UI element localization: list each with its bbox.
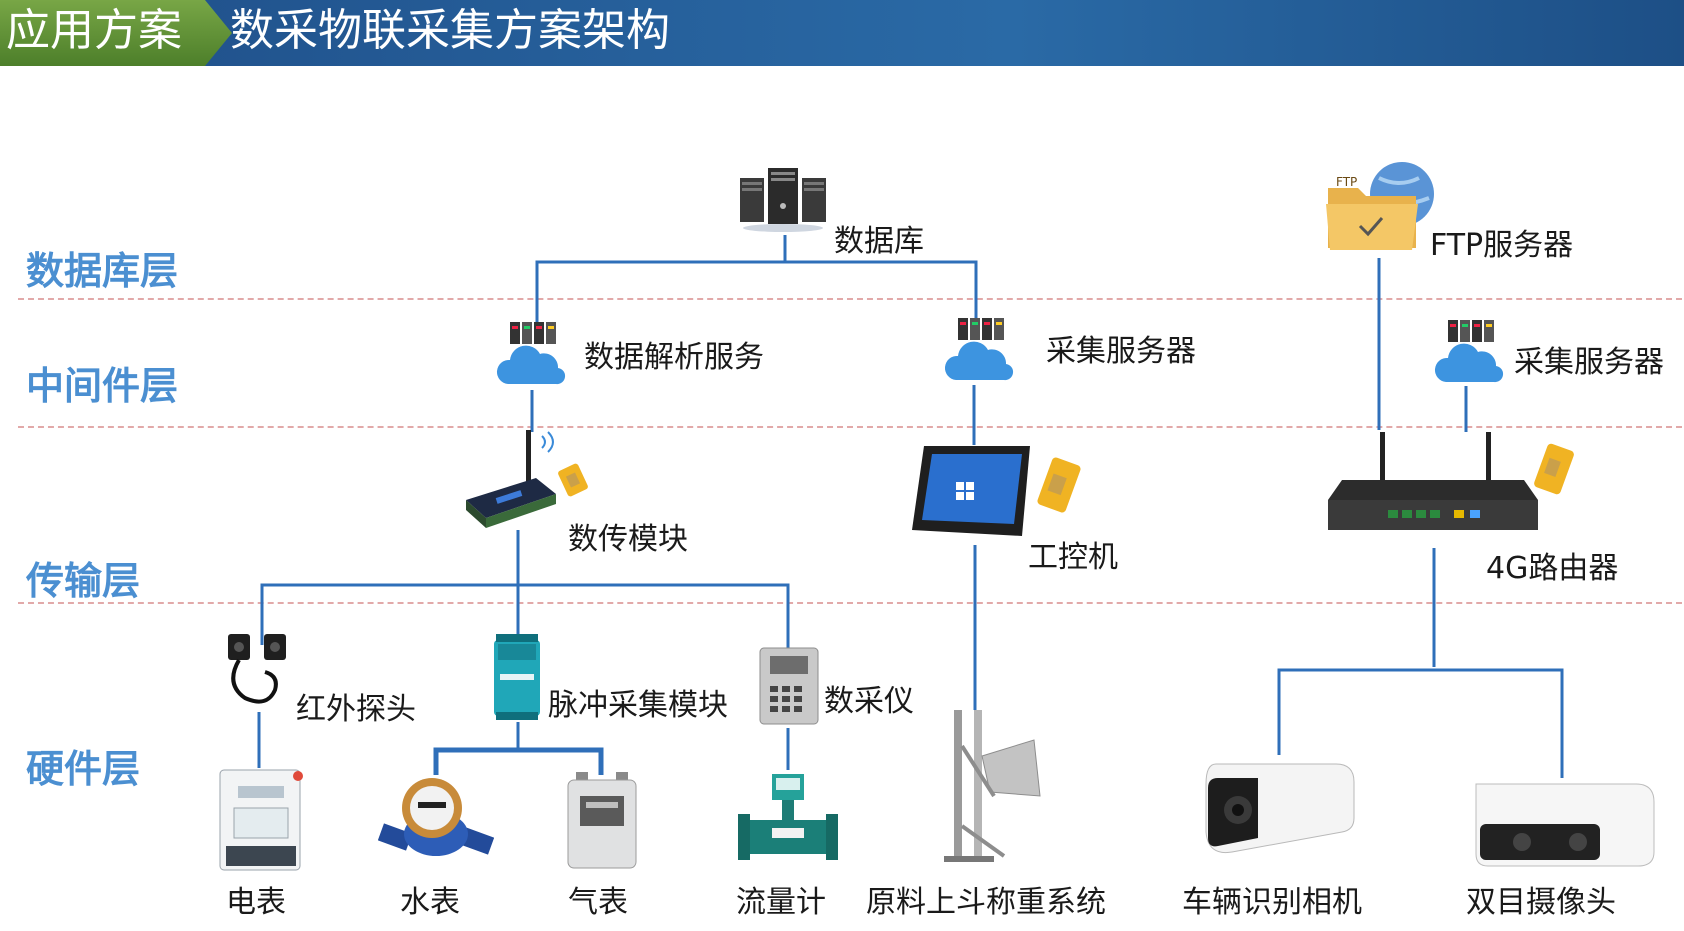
ftp-folder-globe-icon: FTP (1326, 162, 1434, 250)
pulse-module-icon (494, 634, 540, 720)
label-ipc: 工控机 (1028, 540, 1118, 575)
layer-middleware: 中间件层 (26, 364, 179, 408)
binocular-camera-icon (1475, 783, 1655, 867)
ir-probe-icon (228, 634, 286, 704)
ipc-tablet-icon (912, 446, 1081, 536)
label-electric-meter: 电表 (226, 885, 286, 920)
separator-mid-trans (18, 426, 1682, 428)
label-collect-server-1: 采集服务器 (1046, 334, 1196, 369)
header-tag: 应用方案 (0, 0, 232, 66)
separator-trans-hw (18, 602, 1682, 604)
label-collect-server-2: 采集服务器 (1514, 345, 1664, 380)
label-ir-probe: 红外探头 (296, 692, 416, 727)
electric-meter-icon (219, 769, 303, 871)
separator-db-mid (18, 298, 1682, 300)
dtu-module-icon (466, 430, 588, 528)
hopper-weighing-icon (944, 710, 1041, 862)
layer-database: 数据库层 (26, 249, 179, 293)
header-tag-text: 应用方案 (6, 5, 182, 56)
label-router-4g: 4G路由器 (1486, 551, 1619, 586)
label-parse-service: 数据解析服务 (584, 340, 764, 375)
vehicle-camera-icon (1205, 763, 1355, 854)
label-database: 数据库 (834, 224, 924, 259)
cloud-service-icon (1434, 320, 1504, 383)
label-pulse-module: 脉冲采集模块 (548, 688, 728, 723)
layer-hardware: 硬件层 (26, 747, 141, 791)
database-server-icon (740, 168, 826, 232)
flow-meter-icon (738, 774, 838, 860)
label-binocular-camera: 双目摄像头 (1466, 885, 1616, 920)
label-ftp-server: FTP服务器 (1430, 228, 1574, 263)
label-data-collector: 数采仪 (824, 684, 914, 719)
cloud-service-icon (944, 318, 1014, 381)
layer-transport: 传输层 (26, 559, 141, 603)
label-hopper-weighing: 原料上斗称重系统 (866, 885, 1106, 920)
data-collector-icon (759, 647, 819, 725)
label-water-meter: 水表 (400, 885, 460, 920)
router-4g-icon (1328, 432, 1574, 530)
page-title: 数采物联采集方案架构 (230, 5, 670, 56)
label-vehicle-camera: 车辆识别相机 (1182, 885, 1362, 920)
label-flow-meter: 流量计 (736, 885, 826, 920)
cloud-service-icon (496, 322, 566, 385)
water-meter-icon (378, 778, 494, 856)
ftp-folder-text: FTP (1336, 175, 1357, 189)
header-bar (0, 0, 1684, 66)
label-gas-meter: 气表 (568, 885, 628, 920)
gas-meter-icon (567, 772, 637, 869)
label-dtu-module: 数传模块 (568, 522, 688, 557)
